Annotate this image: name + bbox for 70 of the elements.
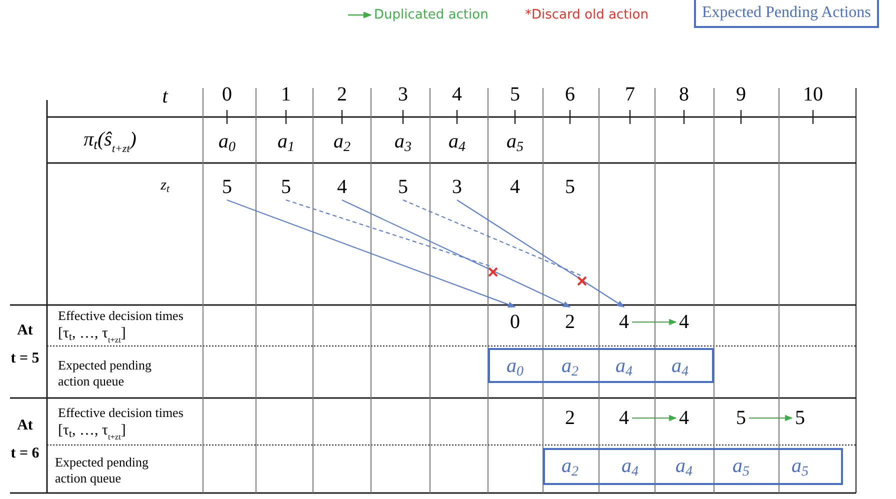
time-step-number: 3 [398, 84, 408, 106]
delay-value: 3 [447, 174, 467, 200]
queued-action: a$_{4}$ [616, 452, 644, 480]
time-step-number: 4 [452, 84, 462, 106]
dashed-connector [286, 199, 494, 268]
math-label: π$_{t}$(ŝ$_{t+z}$$_{t}$) [84, 128, 136, 152]
math-label: a$_{2}$ [334, 130, 350, 154]
delay-value: 4 [505, 174, 525, 200]
dashed-connector [402, 200, 582, 276]
delay-value: 4 [332, 174, 352, 200]
legend-text: *Discard old action [525, 8, 648, 22]
delay-value: 5 [560, 174, 580, 200]
delay-value: 5 [276, 174, 296, 200]
discard-mark [488, 267, 498, 277]
row-group-label: At [17, 322, 33, 340]
queue-box [488, 348, 714, 383]
arrow [632, 318, 677, 326]
row-group-label: At [17, 418, 33, 434]
decision-time: 4 [676, 307, 692, 337]
arrow [456, 200, 625, 308]
arrow [226, 199, 516, 308]
time-step-number: 8 [679, 84, 689, 106]
math-label: [τ$_{t}$, …, τ$_{t+z}$$_{t}$] [58, 326, 126, 342]
time-step-number: 2 [337, 84, 347, 106]
queued-action: a$_{4}$ [670, 452, 698, 480]
math-label: [τ$_{t}$, …, τ$_{t+z}$$_{t}$] [58, 422, 126, 440]
arrow [342, 200, 571, 308]
queued-action: a$_{2}$ [556, 452, 584, 480]
decision-time: 2 [562, 403, 578, 433]
discard-mark [577, 276, 587, 286]
time-step-number: 10 [803, 84, 823, 106]
decision-time: 2 [562, 307, 578, 337]
queued-action: a$_{5}$ [786, 452, 814, 480]
decision-time: 5 [792, 403, 808, 433]
decision-time: 4 [616, 307, 632, 337]
delay-value: 5 [393, 174, 413, 200]
row-header: Expected pending action queue [55, 454, 150, 486]
arrow [632, 414, 677, 422]
time-step-number: 9 [736, 84, 746, 106]
legend-box: Expected Pending Actions [694, 0, 879, 28]
delay-value: 5 [217, 174, 237, 200]
time-step-number: 1 [281, 84, 291, 106]
legend-text: Duplicated action [374, 8, 488, 22]
decision-time: 4 [616, 403, 632, 433]
queued-action: a$_{2}$ [556, 352, 584, 380]
math-label: t [162, 86, 168, 108]
queued-action: a$_{4}$ [666, 352, 694, 380]
math-label: a$_{0}$ [218, 130, 236, 154]
row-group-label: t = 5 [10, 350, 40, 368]
queued-action: a$_{4}$ [610, 352, 638, 380]
time-step-number: 0 [222, 84, 232, 106]
row-header: Effective decision times [58, 405, 184, 421]
time-step-number: 6 [565, 84, 575, 106]
decision-time: 5 [733, 403, 749, 433]
row-header: Effective decision times [58, 308, 184, 324]
queued-action: a$_{0}$ [501, 352, 529, 380]
queued-action: a$_{5}$ [727, 452, 755, 480]
math-label: a$_{5}$ [506, 130, 524, 154]
row-group-label: t = 6 [10, 446, 40, 462]
queue-box [543, 448, 843, 485]
decision-time: 4 [676, 403, 692, 433]
math-label: a$_{1}$ [278, 130, 294, 154]
row-header: Expected pending action queue [58, 357, 152, 389]
time-step-number: 7 [625, 84, 635, 106]
math-label: a$_{3}$ [394, 130, 412, 154]
time-step-number: 5 [510, 84, 520, 106]
math-label: z$_{t}$ [160, 178, 170, 194]
decision-time: 0 [507, 307, 523, 337]
arrow [749, 414, 793, 422]
math-label: a$_{4}$ [448, 130, 466, 154]
